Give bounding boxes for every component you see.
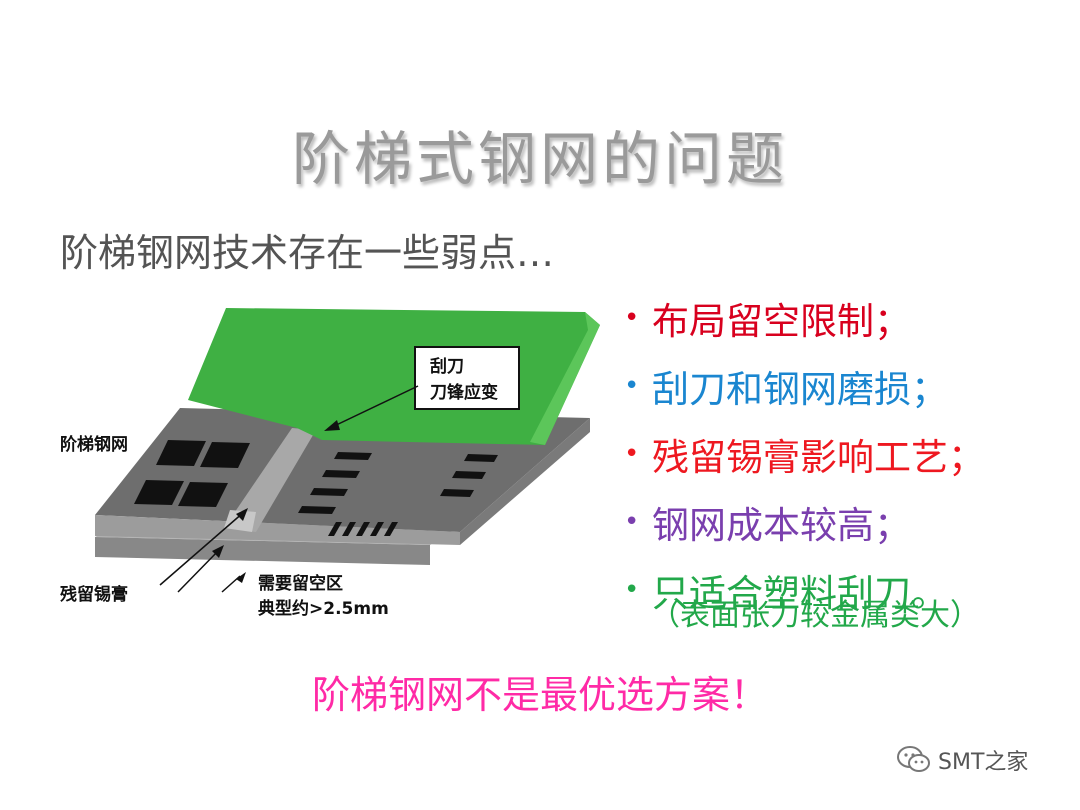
- weakness-text: 布局留空限制；: [652, 300, 911, 343]
- weakness-text: 只适合塑料刮刀。: [652, 572, 948, 615]
- aperture: [322, 470, 360, 478]
- aperture: [200, 442, 250, 468]
- callout-line-2: 刀锋应变: [430, 382, 498, 403]
- aperture: [356, 522, 370, 536]
- watermark: SMT之家: [896, 744, 1028, 776]
- weakness-text: 钢网成本较高；: [652, 504, 911, 547]
- clearance-arrow-head-2: [236, 572, 246, 583]
- label-clearance-typical: 典型约>2.5mm: [258, 598, 389, 619]
- weakness-item: • 刮刀和钢网磨损；: [624, 352, 985, 420]
- step-groove: [224, 428, 316, 532]
- stencil-right-edge: [460, 418, 590, 545]
- squeegee-side: [530, 312, 600, 445]
- slide-title: 阶梯式钢网的问题: [291, 125, 788, 193]
- bullet-dot-icon: •: [624, 371, 640, 401]
- aperture: [298, 506, 336, 514]
- clearance-arrow-head-1: [212, 545, 224, 558]
- weakness-item: • 只适合塑料刮刀。: [624, 556, 985, 624]
- aperture: [178, 482, 228, 507]
- callout-arrow-head: [324, 420, 340, 431]
- weakness-item: • 布局留空限制；: [624, 284, 985, 352]
- weakness-item: • 钢网成本较高；: [624, 488, 985, 556]
- stencil-front-edge: [95, 515, 460, 545]
- bullet-dot-icon: •: [624, 575, 640, 605]
- label-residual-paste: 残留锡膏: [60, 584, 128, 605]
- aperture: [342, 522, 356, 536]
- aperture: [156, 440, 206, 466]
- weakness-text: 残留锡膏影响工艺；: [652, 436, 985, 479]
- weakness-text: 刮刀和钢网磨损；: [652, 368, 948, 411]
- step-groove-shadow: [224, 510, 256, 532]
- aperture: [134, 480, 184, 505]
- aperture: [384, 522, 398, 536]
- bullet-dot-icon: •: [624, 507, 640, 537]
- callout-line-1: 刮刀: [430, 356, 464, 377]
- stencil-base-front: [95, 537, 430, 565]
- weakness-list: • 布局留空限制； • 刮刀和钢网磨损； • 残留锡膏影响工艺； • 钢网成本较高； • 只适合塑…: [624, 284, 985, 624]
- aperture: [370, 522, 384, 536]
- aperture: [328, 522, 342, 536]
- conclusion-text: 阶梯钢网不是最优选方案！: [311, 673, 768, 717]
- aperture: [452, 471, 486, 479]
- watermark-text: SMT之家: [938, 750, 1029, 775]
- bullet-note: （表面张力较金属类大）: [650, 598, 980, 633]
- label-step-stencil: 阶梯钢网: [60, 434, 128, 455]
- squeegee-blade: [188, 308, 600, 445]
- aperture: [464, 454, 498, 462]
- bullet-dot-icon: •: [624, 303, 640, 333]
- callout-box: [414, 346, 520, 410]
- aperture: [440, 489, 474, 497]
- clearance-arrow-1: [177, 548, 221, 593]
- weakness-item: • 残留锡膏影响工艺；: [624, 420, 985, 488]
- residue-arrow-head: [236, 508, 248, 521]
- aperture: [310, 488, 348, 496]
- residue-arrow: [159, 511, 245, 586]
- aperture: [334, 452, 372, 460]
- slide-subtitle: 阶梯钢网技术存在一些弱点…: [60, 231, 555, 275]
- label-clearance-zone: 需要留空区: [258, 573, 343, 594]
- step-stencil-diagram: 刮刀 刀锋应变 阶梯钢网 残留锡膏 需要留空区 典型约>2.5mm: [60, 308, 600, 619]
- wechat-icon: [897, 746, 930, 772]
- bullet-dot-icon: •: [624, 439, 640, 469]
- callout-arrow: [329, 385, 419, 429]
